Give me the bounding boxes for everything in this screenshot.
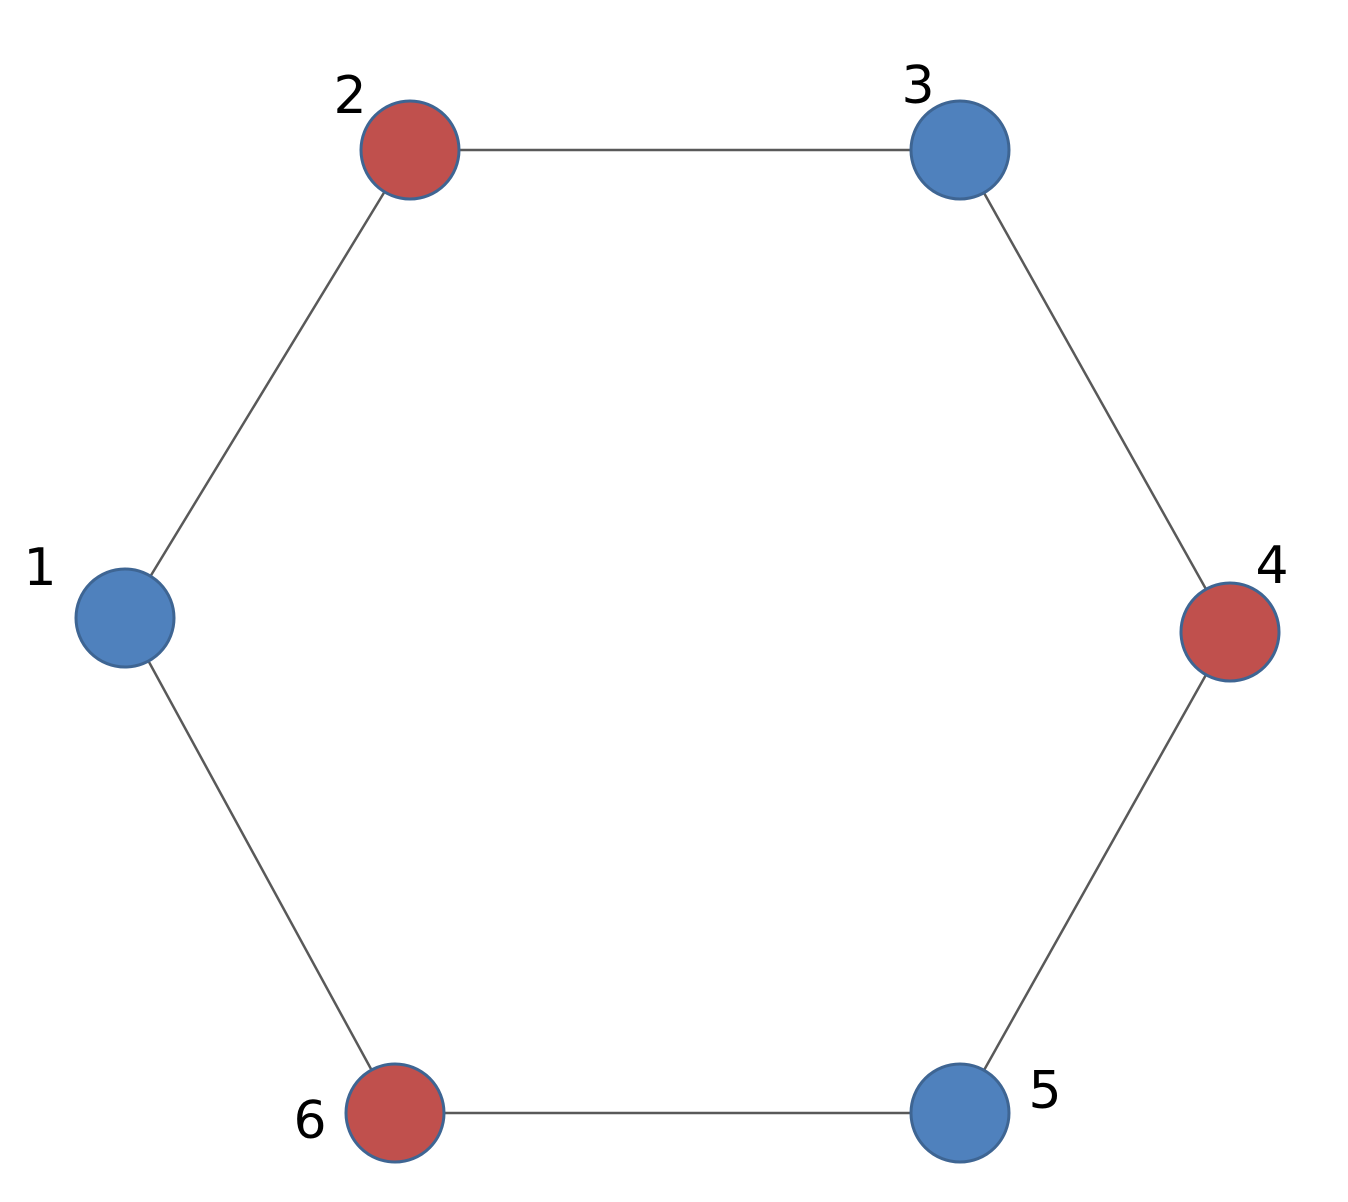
edge-6-1 xyxy=(123,617,397,1114)
node-1 xyxy=(74,567,176,669)
node-label-6: 6 xyxy=(293,1091,326,1151)
edges-group xyxy=(123,148,1232,1115)
node-5 xyxy=(909,1062,1011,1164)
labels-group: 1 2 3 4 5 6 xyxy=(23,56,1288,1151)
node-label-1: 1 xyxy=(23,538,56,598)
edge-3-4 xyxy=(958,149,1232,633)
node-4 xyxy=(1179,581,1281,683)
node-label-2: 2 xyxy=(333,66,366,126)
nodes-group xyxy=(74,99,1281,1164)
edge-4-5 xyxy=(958,631,1232,1114)
node-3 xyxy=(909,99,1011,201)
node-2 xyxy=(359,99,461,201)
node-label-4: 4 xyxy=(1255,536,1288,596)
node-label-3: 3 xyxy=(901,56,934,116)
node-6 xyxy=(344,1062,446,1164)
edge-1-2 xyxy=(123,149,412,619)
node-label-5: 5 xyxy=(1028,1061,1061,1121)
